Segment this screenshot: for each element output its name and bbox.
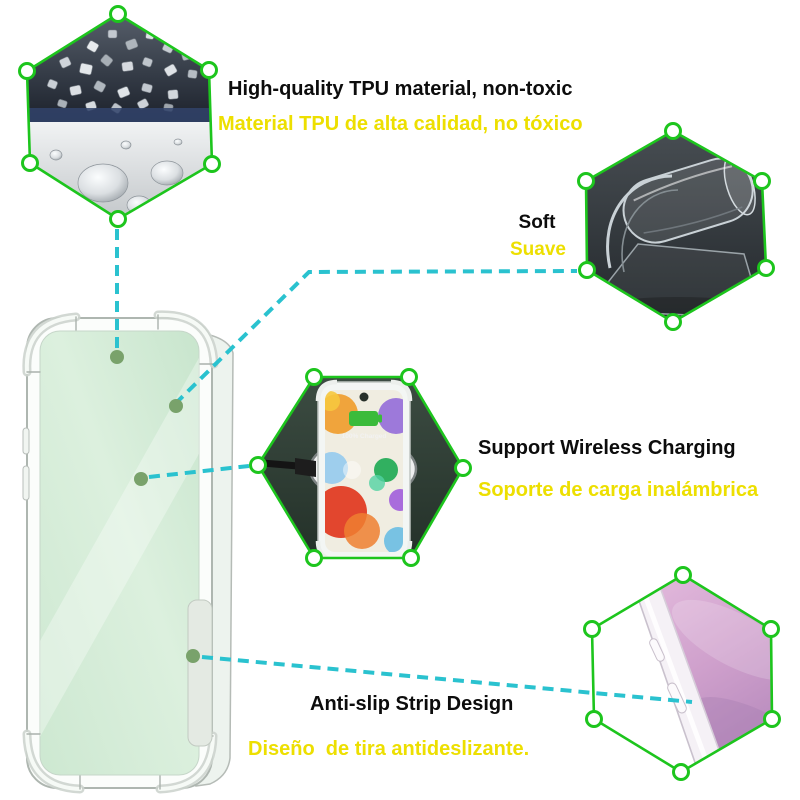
charger-cable: [258, 458, 302, 470]
callout-connectors: [115, 229, 693, 704]
connector-antislip: [201, 655, 693, 704]
cable-plug: [295, 458, 316, 477]
anti-slip-thumbnail: [590, 573, 774, 774]
battery-status-label: 100% Charged: [342, 433, 387, 440]
battery-icon: [349, 411, 382, 426]
case-screen-area: [39, 330, 200, 776]
hexagon-vertex-rings: [18, 5, 781, 781]
connector-soft: [173, 269, 578, 406]
antislip-title-en: Anti-slip Strip Design: [310, 693, 513, 715]
tpu-title-es: Material TPU de alta calidad, no tóxico: [218, 113, 583, 135]
phone-on-charger: 100% Charged: [315, 379, 413, 558]
wireless-charging-thumbnail: 100% Charged: [256, 375, 465, 560]
anchor-dots: [110, 350, 200, 663]
anchor-dot-antislip: [186, 649, 200, 663]
soft-flexible-thumbnail: [584, 129, 768, 324]
soft-title-es: Suave: [510, 239, 566, 260]
tpu-title-en: High-quality TPU material, non-toxic: [228, 78, 572, 100]
phone-case-illustration: [22, 310, 234, 794]
photo-divider-band: [27, 108, 212, 123]
tpu-material-thumbnail: [25, 12, 214, 221]
case-screen-reflection: [40, 356, 199, 744]
feature-labels: High-quality TPU material, non-toxic Mat…: [218, 78, 759, 760]
case-button-1: [649, 638, 665, 662]
wireless-title-es: Soporte de carga inalámbrica: [478, 479, 759, 501]
wireless-title-en: Support Wireless Charging: [478, 437, 736, 459]
case-side-button-1: [22, 427, 30, 455]
anchor-dot-wireless: [134, 472, 148, 486]
bent-case-arch: [606, 174, 673, 269]
anchor-dot-soft: [169, 399, 183, 413]
case-side-button-2: [22, 465, 30, 501]
case-corner-bumpers: [22, 310, 219, 794]
soft-title-en: Soft: [519, 212, 557, 233]
anti-slip-strip: [187, 599, 213, 747]
phone-notch: [359, 392, 369, 402]
antislip-title-es: Diseño de tira antideslizante.: [248, 738, 529, 760]
anchor-dot-tpu: [110, 350, 124, 364]
phone-wallpaper: [325, 390, 403, 552]
